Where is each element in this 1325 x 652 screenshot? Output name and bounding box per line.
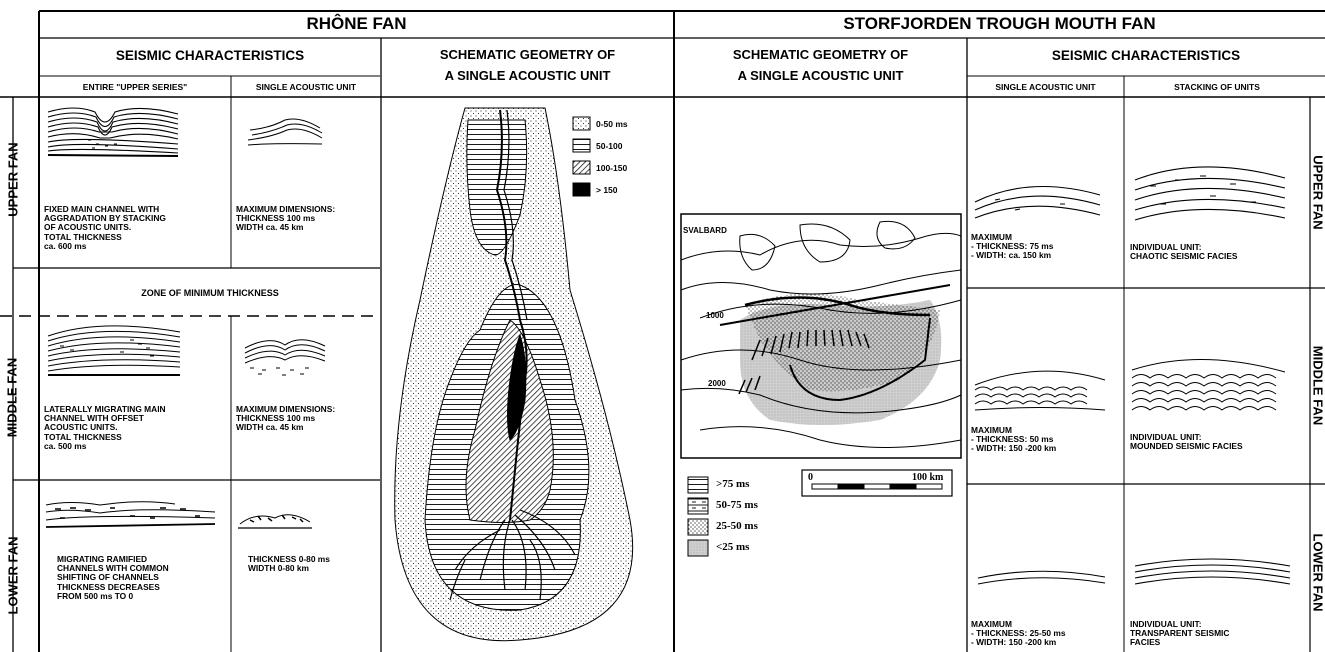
map-label-1000: 1000 — [706, 311, 724, 320]
storf-legend-label-1: >75 ms — [716, 478, 749, 490]
row-label-right-upper: UPPER FAN — [1311, 151, 1325, 235]
seismic-sketch-storf-middle-stacking — [1132, 359, 1285, 410]
seismic-sketch-middle-entire — [48, 326, 180, 375]
rhone-legend-label-2: 50-100 — [596, 141, 622, 151]
row-label-left-middle: MIDDLE FAN — [5, 348, 20, 448]
rhone-fan-title: RHÔNE FAN — [39, 14, 674, 34]
storf-single-unit-header: SINGLE ACOUSTIC UNIT — [967, 82, 1124, 92]
rhone-schematic-header-line2: A SINGLE ACOUSTIC UNIT — [381, 66, 674, 86]
row-label-right-lower: LOWER FAN — [1311, 527, 1325, 619]
row-label-left-upper: UPPER FAN — [6, 138, 21, 222]
rhone-upper-single-text: MAXIMUM DIMENSIONS: THICKNESS 100 ms WID… — [236, 205, 335, 233]
seismic-sketch-storf-middle-single — [975, 371, 1105, 410]
rhone-single-unit-header: SINGLE ACOUSTIC UNIT — [231, 82, 381, 92]
storf-middle-stacking-text: INDIVIDUAL UNIT: MOUNDED SEISMIC FACIES — [1130, 433, 1243, 451]
storf-seismic-header: SEISMIC CHARACTERISTICS — [967, 48, 1325, 63]
rhone-middle-single-text: MAXIMUM DIMENSIONS: THICKNESS 100 ms WID… — [236, 405, 335, 433]
seismic-sketch-middle-single — [245, 340, 325, 375]
table-grid — [0, 11, 1325, 652]
storf-middle-single-text: MAXIMUM - THICKNESS: 50 ms - WIDTH: 150 … — [971, 426, 1056, 454]
seismic-sketch-storf-lower-stacking — [1135, 559, 1290, 584]
rhone-zone-min-thickness: ZONE OF MINIMUM THICKNESS — [39, 288, 381, 298]
seismic-sketch-lower-entire — [46, 502, 215, 527]
rhone-lower-entire-text: MIGRATING RAMIFIED CHANNELS WITH COMMON … — [57, 555, 169, 601]
storf-schematic-header-line1: SCHEMATIC GEOMETRY OF — [674, 45, 967, 65]
rhone-schematic-header-line1: SCHEMATIC GEOMETRY OF — [381, 45, 674, 65]
storf-legend-label-2: 50-75 ms — [716, 499, 758, 511]
storf-lower-stacking-text: INDIVIDUAL UNIT: TRANSPARENT SEISMIC FAC… — [1130, 620, 1229, 648]
storf-upper-single-text: MAXIMUM - THICKNESS: 75 ms - WIDTH: ca. … — [971, 233, 1053, 261]
seismic-sketch-storf-upper-single — [975, 186, 1100, 218]
rhone-entire-upper-series-header: ENTIRE "UPPER SERIES" — [39, 82, 231, 92]
scale-label-100km: 100 km — [912, 472, 943, 483]
rhone-legend — [573, 117, 590, 196]
rhone-legend-label-4: > 150 — [596, 185, 618, 195]
rhone-legend-label-1: 0-50 ms — [596, 119, 628, 129]
storfjorden-map — [681, 214, 961, 458]
seismic-sketch-storf-upper-stacking — [1135, 167, 1285, 220]
seismic-sketch-storf-lower-single — [978, 571, 1105, 584]
rhone-legend-label-3: 100-150 — [596, 163, 627, 173]
rhone-lower-single-text: THICKNESS 0-80 ms WIDTH 0-80 km — [248, 555, 330, 573]
rhone-upper-entire-text: FIXED MAIN CHANNEL WITH AGGRADATION BY S… — [44, 205, 166, 251]
storf-stacking-header: STACKING OF UNITS — [1124, 82, 1310, 92]
row-label-right-middle: MIDDLE FAN — [1311, 336, 1325, 436]
row-label-left-lower: LOWER FAN — [6, 530, 21, 622]
storfjorden-fan-title: STORFJORDEN TROUGH MOUTH FAN — [674, 14, 1325, 34]
map-label-svalbard: SVALBARD — [683, 226, 727, 235]
map-label-2000: 2000 — [708, 379, 726, 388]
storf-lower-single-text: MAXIMUM - THICKNESS: 25-50 ms - WIDTH: 1… — [971, 620, 1065, 648]
storf-legend — [688, 477, 708, 556]
storf-upper-stacking-text: INDIVIDUAL UNIT: CHAOTIC SEISMIC FACIES — [1130, 243, 1238, 261]
seismic-sketch-lower-single — [238, 515, 312, 528]
scale-label-0: 0 — [808, 472, 813, 483]
seismic-sketch-upper-single — [248, 119, 322, 145]
storf-legend-label-4: <25 ms — [716, 541, 749, 553]
rhone-middle-entire-text: LATERALLY MIGRATING MAIN CHANNEL WITH OF… — [44, 405, 166, 451]
storf-legend-label-3: 25-50 ms — [716, 520, 758, 532]
seismic-sketch-upper-entire — [48, 108, 178, 156]
rhone-seismic-header: SEISMIC CHARACTERISTICS — [39, 48, 381, 63]
storf-schematic-header-line2: A SINGLE ACOUSTIC UNIT — [674, 66, 967, 86]
